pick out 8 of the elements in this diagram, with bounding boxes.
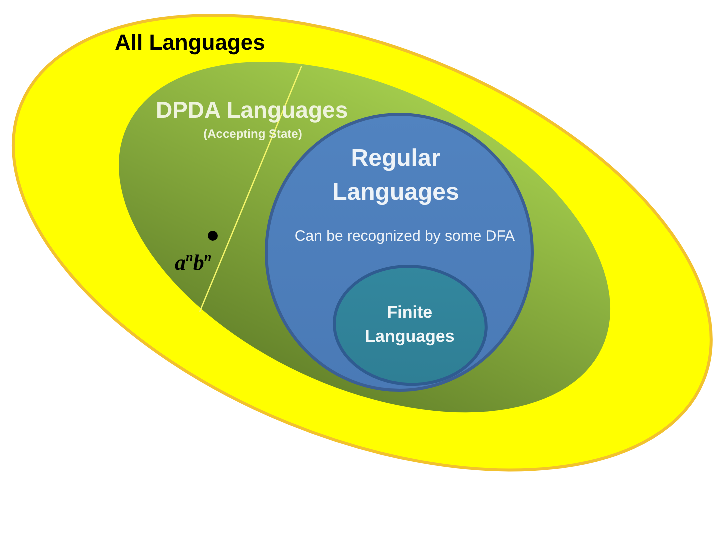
set-title: All Languages — [114, 30, 266, 56]
math-label: a$^{n}$b$^{n}$ — [175, 252, 212, 274]
set-ellipse — [332, 264, 488, 388]
set-description: Can be recognized by some DFA — [294, 228, 516, 246]
set-title: Regular Languages — [332, 144, 460, 208]
set-ellipse — [10, 13, 714, 473]
set-title: Finite Languages — [365, 302, 455, 348]
set-ellipse — [118, 60, 612, 414]
